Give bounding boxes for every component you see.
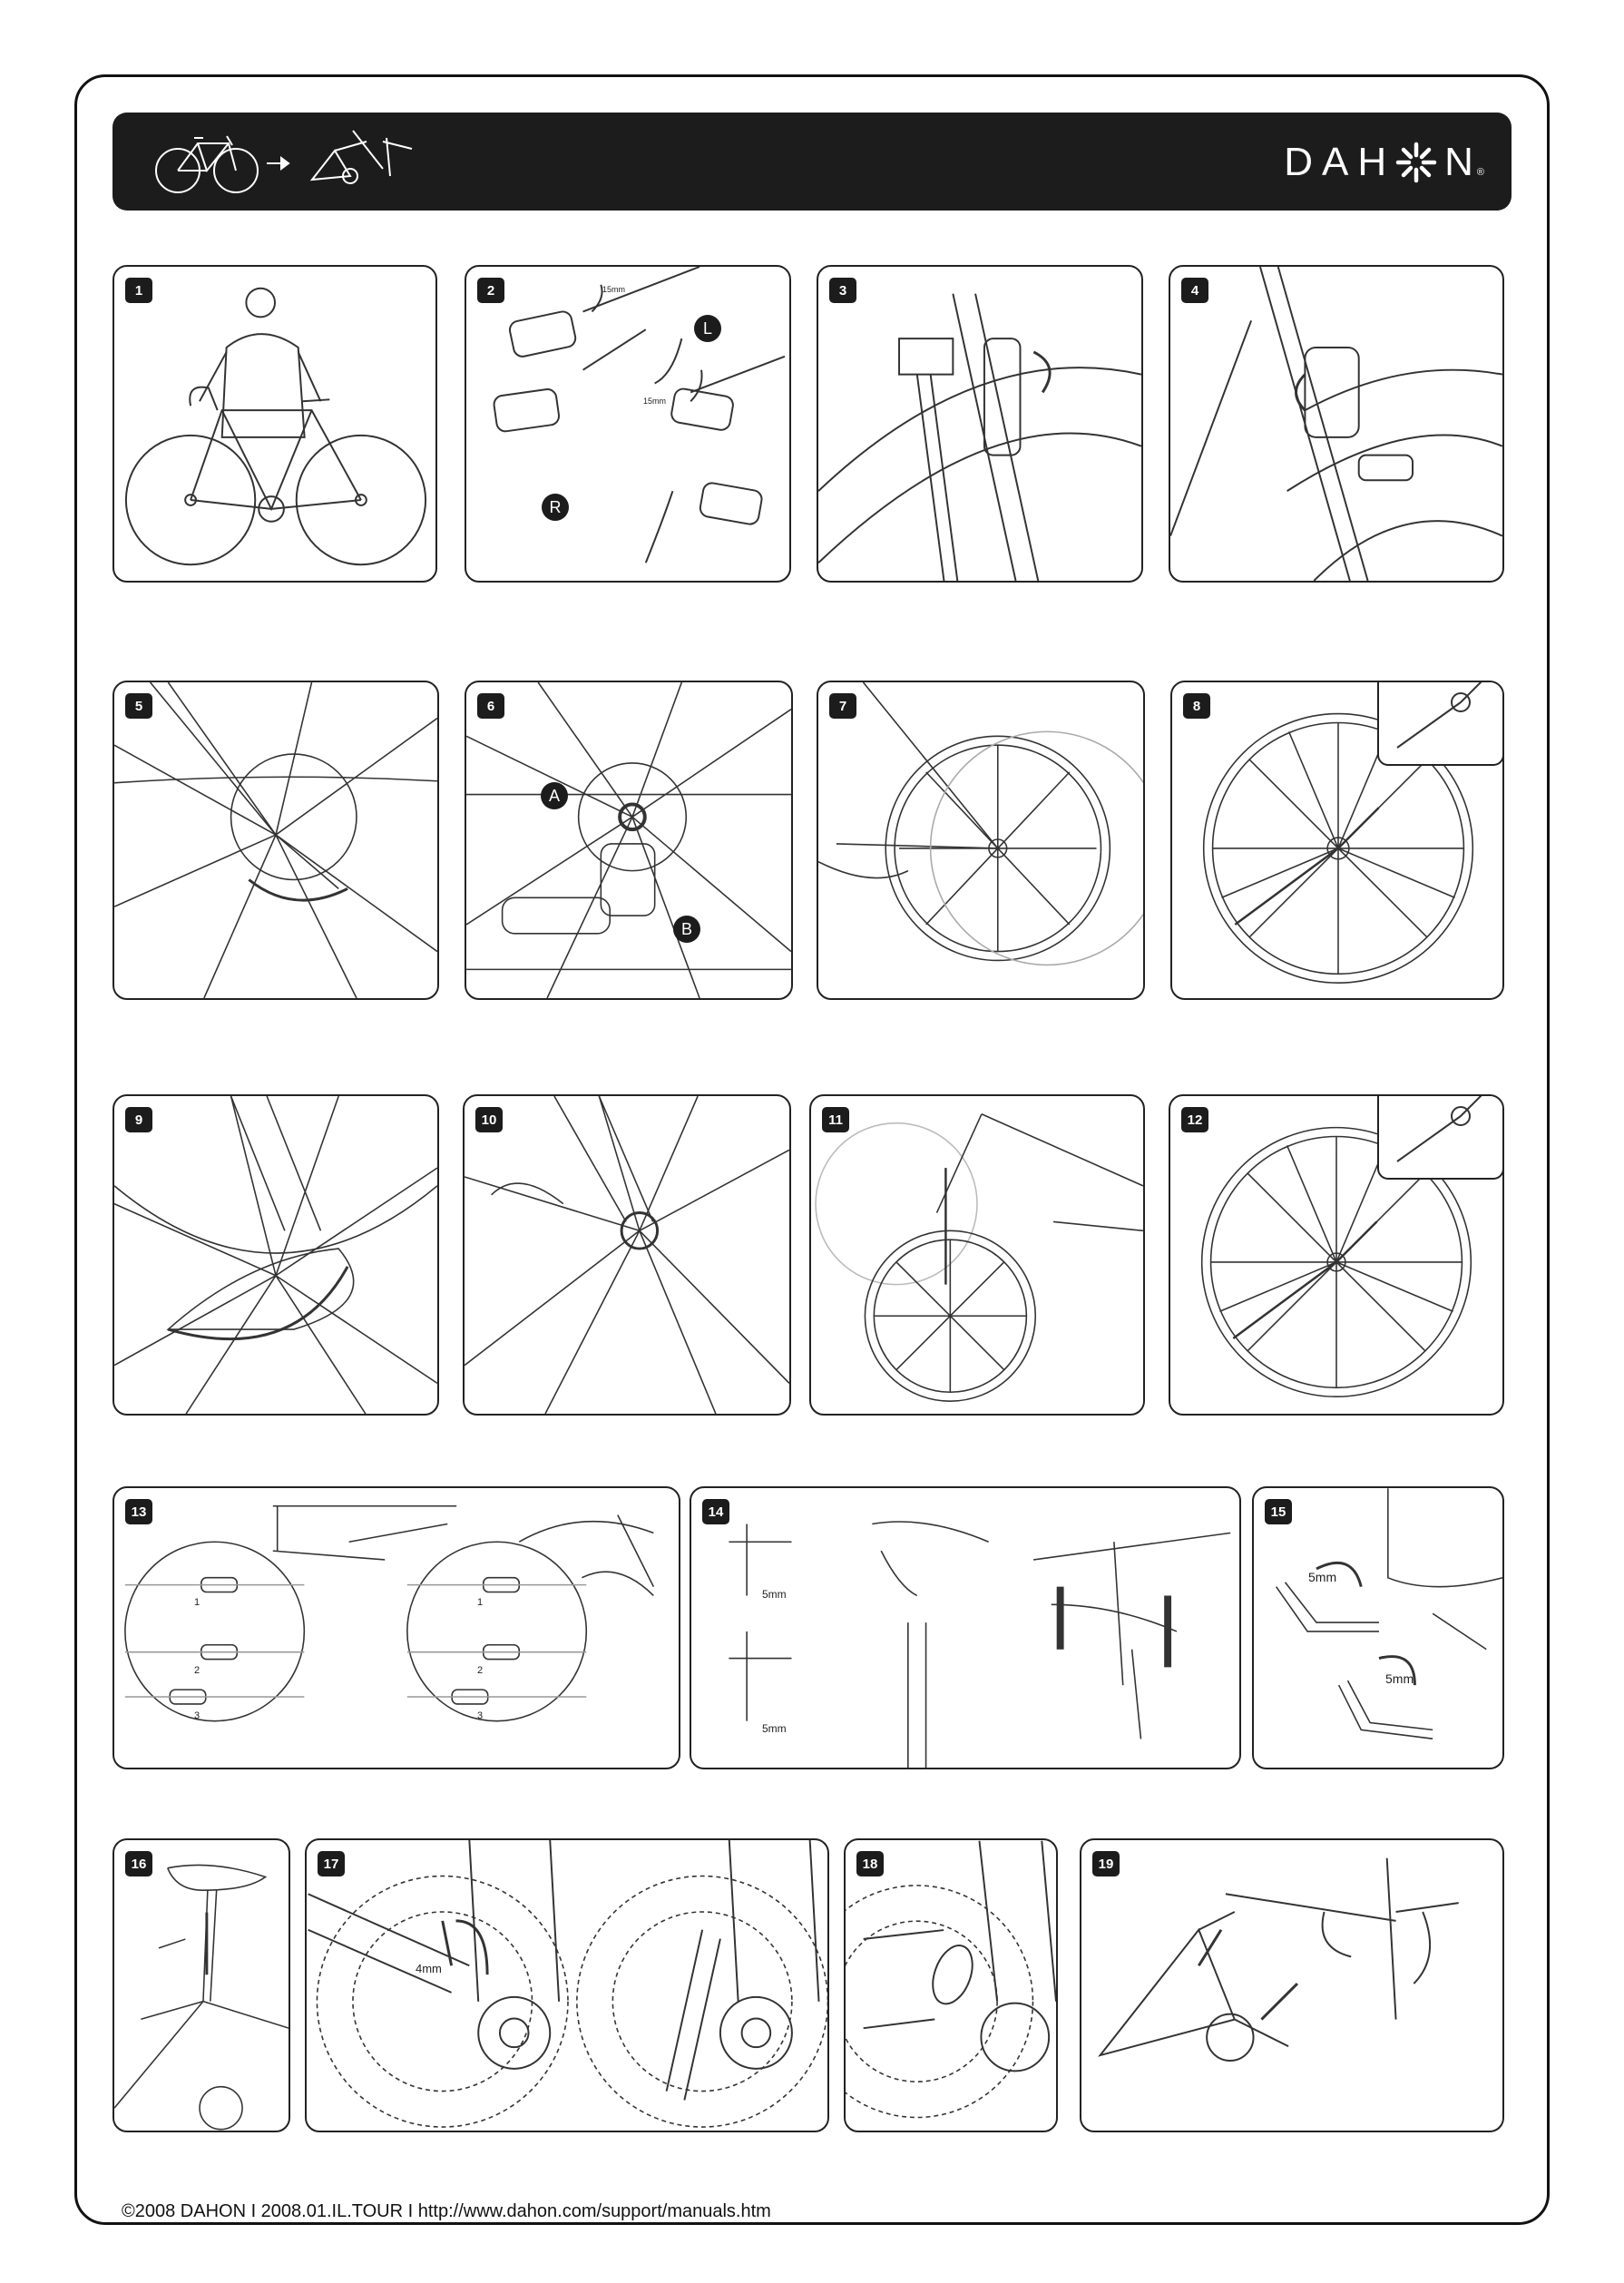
- registered-mark: ®: [1477, 167, 1484, 178]
- packed-frame-illustration: [1081, 1840, 1502, 2131]
- sequence-label: 3: [194, 1710, 200, 1721]
- step-14-panel: 14 5mm 5mm: [690, 1486, 1241, 1769]
- sequence-label: 3: [477, 1710, 483, 1721]
- header-bar: DAH N ®: [113, 113, 1511, 211]
- step-number: 16: [125, 1851, 152, 1876]
- hex-key-size-label: 5mm: [1385, 1671, 1414, 1686]
- step-5-panel: 5: [113, 681, 439, 1000]
- rear-axle-nut-illustration: [114, 682, 437, 998]
- cable-splitter-illustration: [114, 1488, 679, 1768]
- step-number: 17: [318, 1851, 345, 1876]
- step-8-panel: 8: [1170, 681, 1504, 1000]
- step-number: 13: [125, 1499, 152, 1524]
- skewer-detail-inset: [1377, 1094, 1504, 1180]
- step-18-panel: 18: [844, 1838, 1058, 2132]
- bike-to-packed-frame-icon: [149, 123, 421, 200]
- derailleur-marker-b: B: [673, 916, 700, 943]
- dahon-logo: DAH N ®: [1284, 140, 1484, 185]
- logo-wheel-icon: [1395, 142, 1437, 183]
- crank-bolt-size-label: 4mm: [416, 1962, 442, 1975]
- step-number: 6: [477, 693, 504, 719]
- footer-credits: ©2008 DAHON I 2008.01.IL.TOUR I http://w…: [109, 2201, 784, 2222]
- skewer-detail-illustration: [1379, 681, 1502, 764]
- pedal-removal-illustration: [466, 267, 789, 581]
- bolt-size-label: 5mm: [762, 1588, 787, 1601]
- step-7-panel: 7: [817, 681, 1145, 1000]
- step-number: 15: [1265, 1499, 1292, 1524]
- step-number: 4: [1181, 278, 1208, 303]
- step-number: 7: [829, 693, 856, 719]
- step-11-panel: 11: [809, 1094, 1145, 1416]
- crank-arm-removal-illustration: [307, 1840, 827, 2131]
- step-2-panel: 2 15mm 15mm L R: [465, 265, 791, 583]
- bolt-size-label: 5mm: [762, 1722, 787, 1735]
- skewer-detail-illustration: [1379, 1094, 1502, 1178]
- front-wheel-removal-illustration: [811, 1096, 1143, 1414]
- wrench-size-label: 15mm: [643, 397, 666, 406]
- step-number: 1: [125, 278, 152, 303]
- step-10-panel: 10: [463, 1094, 791, 1416]
- step-19-panel: 19: [1080, 1838, 1504, 2132]
- sequence-label: 1: [194, 1597, 200, 1608]
- step-number: 18: [856, 1851, 884, 1876]
- seatpost-removal-illustration: [114, 1840, 289, 2131]
- step-12-panel: 12: [1169, 1094, 1504, 1416]
- step-number: 2: [477, 278, 504, 303]
- bottom-bracket-cover-illustration: [846, 1840, 1056, 2131]
- step-16-panel: 16: [113, 1838, 290, 2132]
- wrench-size-label: 15mm: [602, 285, 625, 294]
- step-number: 8: [1183, 693, 1210, 719]
- front-quick-release-open-illustration: [114, 1096, 437, 1414]
- step-number: 11: [822, 1107, 849, 1132]
- front-axle-nut-illustration: [465, 1096, 789, 1414]
- step-number: 12: [1181, 1107, 1208, 1132]
- step-6-panel: 6 A B: [465, 681, 793, 1000]
- step-number: 9: [125, 1107, 152, 1132]
- sequence-label: 2: [477, 1665, 483, 1676]
- left-pedal-marker: L: [694, 315, 721, 342]
- step-number: 5: [125, 693, 152, 719]
- hex-key-illustration: [1254, 1488, 1502, 1768]
- step-1-panel: 1: [113, 265, 437, 583]
- rear-brake-release-illustration: [1170, 267, 1502, 581]
- derailleur-marker-a: A: [541, 782, 568, 809]
- step-4-panel: 4: [1169, 265, 1504, 583]
- step-3-panel: 3: [817, 265, 1143, 583]
- sequence-label: 2: [194, 1665, 200, 1676]
- step-17-panel: 17 4mm: [305, 1838, 829, 2132]
- step-number: 19: [1092, 1851, 1120, 1876]
- sequence-label: 1: [477, 1597, 483, 1608]
- logo-text-end: N: [1444, 140, 1482, 185]
- step-15-panel: 15 5mm 5mm: [1252, 1486, 1504, 1769]
- rider-with-road-bike-illustration: [114, 267, 435, 581]
- step-number: 3: [829, 278, 856, 303]
- skewer-detail-inset: [1377, 681, 1504, 766]
- step-9-panel: 9: [113, 1094, 439, 1416]
- logo-text: DAH: [1284, 140, 1395, 185]
- brake-quick-release-illustration: [818, 267, 1141, 581]
- step-13-panel: 13 1 2 3 1 2 3: [113, 1486, 680, 1769]
- rear-wheel-drop-illustration: [818, 682, 1143, 998]
- derailleur-chain-illustration: [466, 682, 791, 998]
- step-number: 14: [702, 1499, 729, 1524]
- step-number: 10: [475, 1107, 503, 1132]
- hex-key-size-label: 5mm: [1308, 1570, 1336, 1584]
- right-pedal-marker: R: [542, 494, 569, 521]
